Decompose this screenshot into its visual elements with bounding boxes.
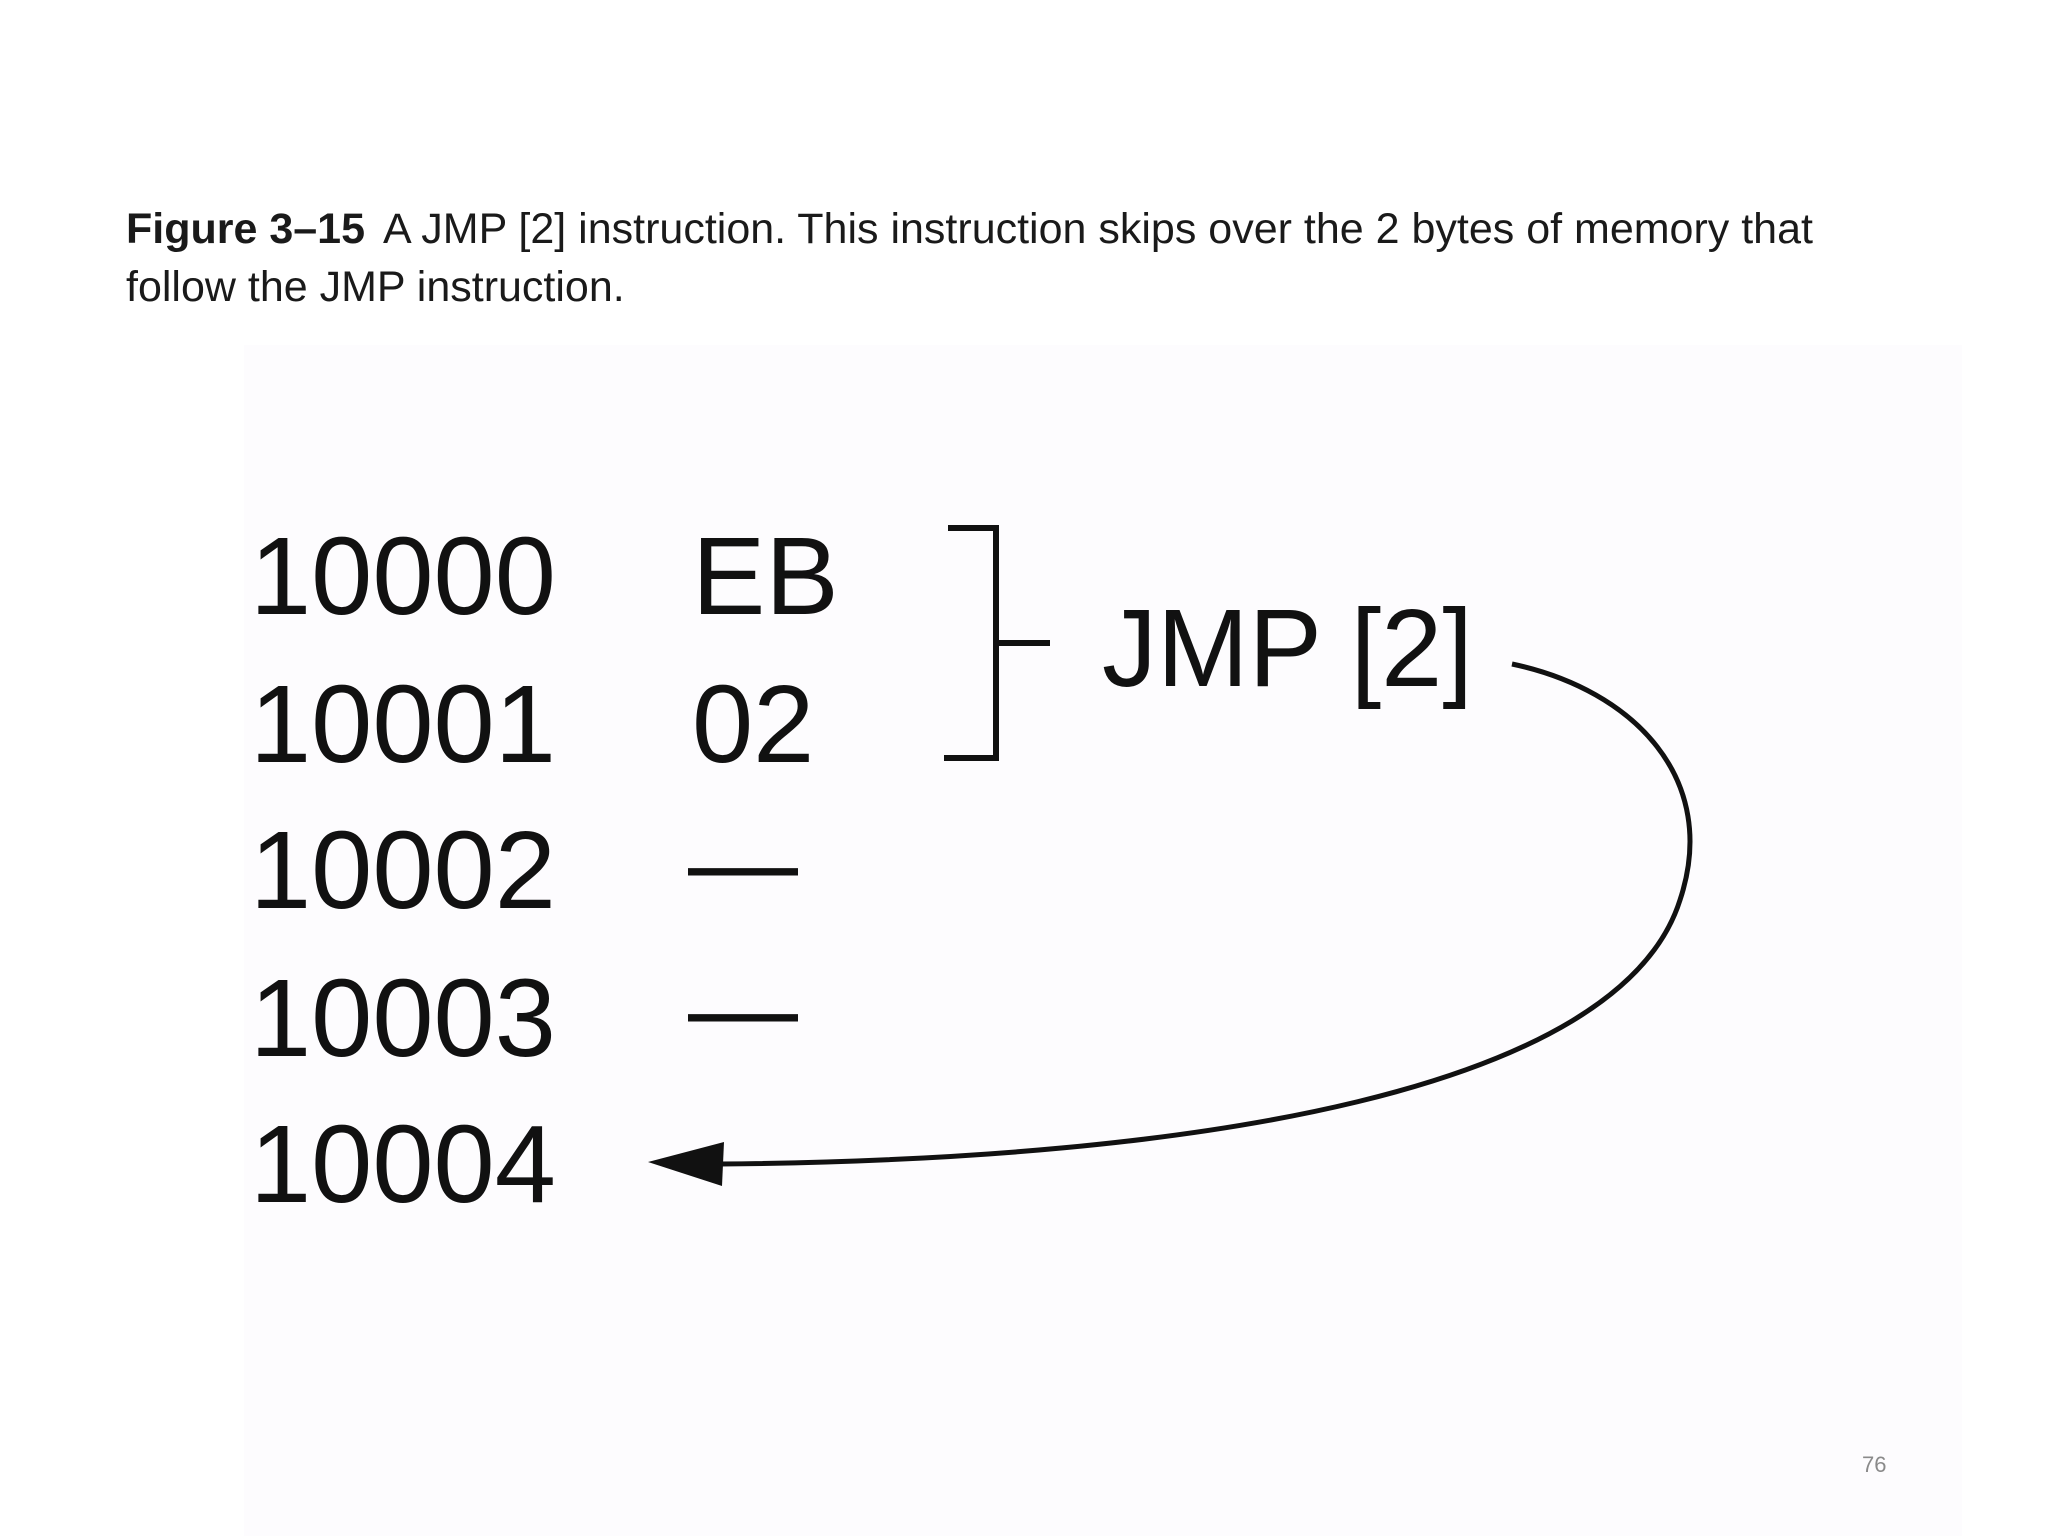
value-empty-10002: — (688, 801, 798, 924)
jmp-instruction-label: JMP [2] (1102, 587, 1473, 710)
figure-caption-text: A JMP [2] instruction. This instruction … (126, 205, 1813, 311)
address-10001: 10001 (250, 663, 556, 786)
page-number: 76 (1862, 1452, 1887, 1477)
jump-arrow-curve (719, 661, 1693, 1167)
figure-label: Figure 3–15 (126, 205, 365, 253)
value-empty-10003: — (688, 947, 798, 1070)
figure-panel (244, 345, 1962, 1536)
address-10000: 10000 (250, 515, 556, 638)
address-10003: 10003 (250, 957, 556, 1080)
address-10004: 10004 (250, 1103, 556, 1226)
value-eb: EB (692, 515, 839, 638)
value-02: 02 (692, 663, 814, 786)
address-10002: 10002 (250, 809, 556, 932)
jump-arrow-head (648, 1142, 724, 1186)
instruction-bracket (944, 525, 1050, 761)
